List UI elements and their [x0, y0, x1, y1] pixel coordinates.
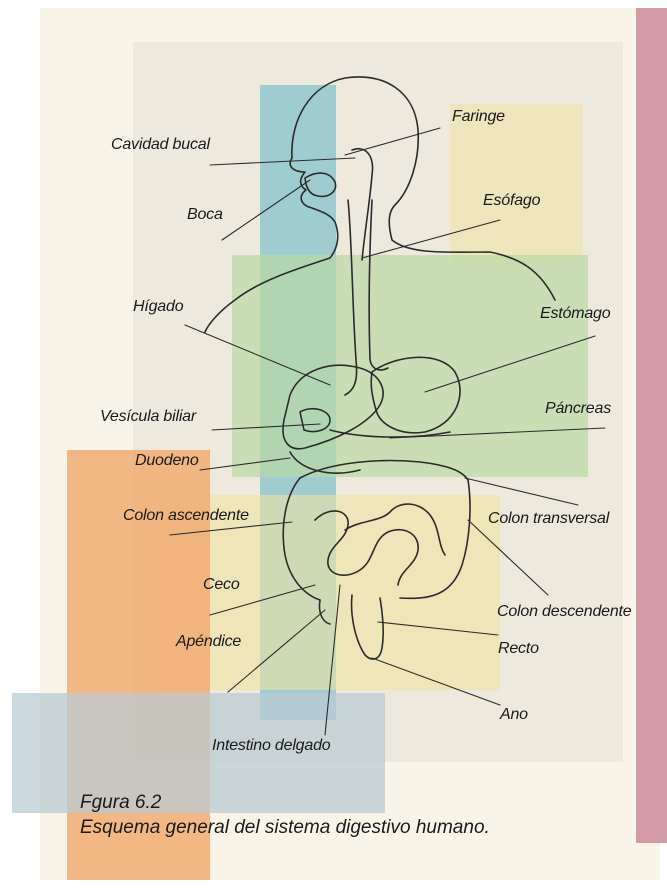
leader-colon-descendente: [468, 520, 548, 595]
gallbladder-outline: [300, 409, 330, 432]
head-outline: [292, 77, 555, 300]
label-faringe: Faringe: [452, 108, 505, 126]
label-colon-ascendente: Colon ascendente: [123, 507, 249, 525]
figure-number: Fgura 6.2: [80, 792, 161, 814]
label-ceco: Ceco: [203, 576, 240, 594]
leader-ano: [372, 658, 500, 705]
ascending-colon: [283, 478, 320, 600]
label-duodeno: Duodeno: [135, 452, 199, 470]
label-vesicula-biliar: Vesícula biliar: [100, 408, 196, 426]
duodenum-outline: [290, 452, 360, 473]
label-cavidad-bucal: Cavidad bucal: [111, 136, 210, 154]
transverse-colon: [300, 461, 468, 480]
leader-duodeno: [200, 458, 290, 470]
leader-colon-transversal: [465, 478, 578, 505]
leader-recto: [378, 622, 498, 635]
leader-higado: [185, 325, 330, 385]
label-higado: Hígado: [133, 298, 183, 316]
leader-boca: [222, 180, 310, 240]
label-recto: Recto: [498, 640, 539, 658]
descending-colon: [400, 480, 470, 598]
leader-cavidad-bucal: [210, 158, 355, 165]
label-boca: Boca: [187, 206, 223, 224]
label-intestino-delgado: Intestino delgado: [212, 737, 330, 755]
leader-apendice: [228, 610, 325, 692]
face-outline: [205, 158, 338, 332]
leader-faringe: [345, 128, 440, 155]
label-colon-descendente: Colon descendente: [497, 603, 631, 621]
label-esofago: Esófago: [483, 192, 540, 210]
leader-estomago: [425, 336, 595, 392]
mouth-outline: [305, 173, 336, 196]
small-intestine-loops: [315, 504, 445, 585]
label-colon-transversal: Colon transversal: [488, 510, 609, 528]
label-ano: Ano: [500, 706, 528, 724]
label-estomago: Estómago: [540, 305, 610, 323]
label-apendice: Apéndice: [176, 633, 241, 651]
rectum-outline: [352, 595, 384, 659]
figure-caption: Esquema general del sistema digestivo hu…: [80, 817, 490, 839]
esophagus-right: [369, 200, 388, 370]
label-pancreas: Páncreas: [545, 400, 611, 418]
appendix-outline: [319, 600, 330, 624]
leader-intestino-delgado: [325, 585, 340, 735]
